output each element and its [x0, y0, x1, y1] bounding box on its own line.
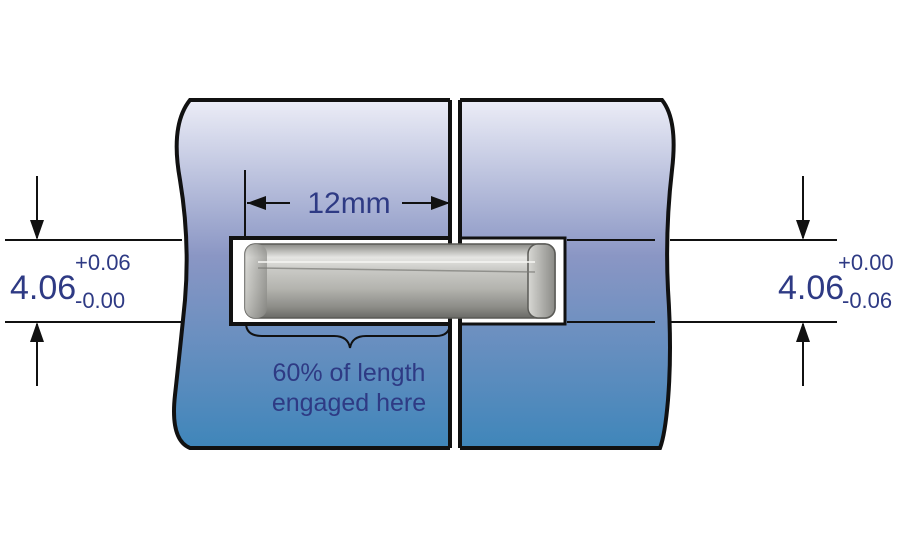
engagement-brace — [245, 322, 451, 349]
right-diameter-dimension — [567, 176, 837, 386]
left-diameter-dimension — [5, 176, 182, 386]
spring-pin — [244, 243, 556, 319]
length-label: 12mm — [307, 187, 390, 220]
left-tolerance-upper: +0.06 — [75, 250, 131, 275]
left-tolerance-nominal: 4.06 — [10, 269, 76, 307]
engagement-note-line2: engaged here — [272, 389, 426, 417]
right-tolerance-nominal: 4.06 — [778, 269, 844, 307]
engagement-note-line1: 60% of length — [273, 359, 426, 387]
right-plate — [458, 98, 676, 450]
right-tolerance-upper: +0.00 — [838, 250, 894, 275]
left-tolerance-lower: -0.00 — [75, 288, 125, 313]
right-tolerance-lower: -0.06 — [842, 288, 892, 313]
length-dimension — [244, 170, 450, 238]
